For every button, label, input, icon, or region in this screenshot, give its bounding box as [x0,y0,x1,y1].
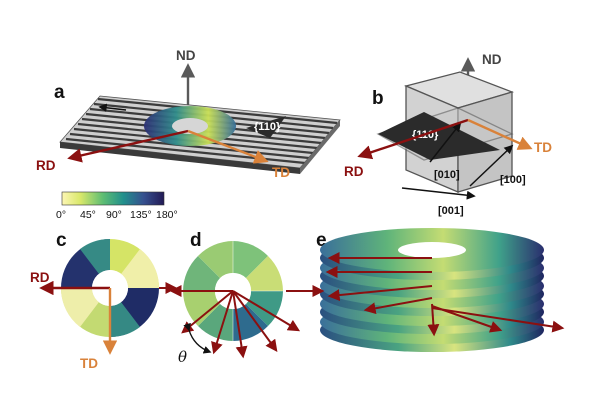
rd-label-a: RD [36,158,56,173]
ring-c [60,238,160,338]
segmented-ring-d [183,241,283,341]
td-axis-a [187,129,269,164]
rd-label-b: RD [344,164,364,179]
td-label-b: TD [534,140,552,155]
dir-001-label: [001] [438,205,464,217]
panel-b-letter: b [372,88,384,109]
panel-c: c RD TD [30,230,160,371]
td-axis-b [467,118,533,150]
dir-001-arrow [401,187,476,200]
dir-010-arrow [429,122,462,163]
plane-110-label-a: {110} [254,121,281,133]
colorbar-tick-135: 135° [130,209,152,221]
disk-stack-e [320,228,544,352]
panel-b: b ND {110} [010] [100] [001] RD TD [344,52,552,217]
plane-110-b [378,112,500,160]
sample-ring [144,106,236,146]
colorbar-tick-45: 45° [80,209,96,221]
colorbar-gradient [61,191,165,206]
dir-010-label: [010] [434,169,460,181]
rd-label-c: RD [30,270,50,285]
dir-100-label: [100] [500,174,526,186]
rd-axis-a [67,129,189,163]
panel-a: a ND [36,48,341,180]
lamella-direction-arrow [98,103,127,112]
nd-label-b: ND [482,52,502,67]
colorbar-tick-0: 0° [56,209,66,221]
panel-d: d θ [169,230,301,366]
panel-d-letter: d [190,230,202,251]
stack-arrows-e [325,252,565,337]
plane-110-marker-a [246,116,286,138]
panel-c-letter: c [56,230,67,251]
td-label-a: TD [272,165,290,180]
panel-e-letter: e [316,230,327,251]
theta-arc [183,322,212,354]
td-label-c: TD [80,356,98,371]
colorbar: 0° 45° 90° 135° 180° [56,191,178,221]
theta-label: θ [178,348,187,366]
panel-e: e [316,228,565,352]
colorbar-tick-90: 90° [106,209,122,221]
radial-arrows-d [169,285,301,359]
dir-100-arrow [469,144,514,187]
panel-a-letter: a [54,82,65,103]
rd-axis-b [357,118,469,160]
nd-label-a: ND [176,48,196,63]
connector-arrows [159,282,325,297]
colorbar-tick-180: 180° [156,209,178,221]
